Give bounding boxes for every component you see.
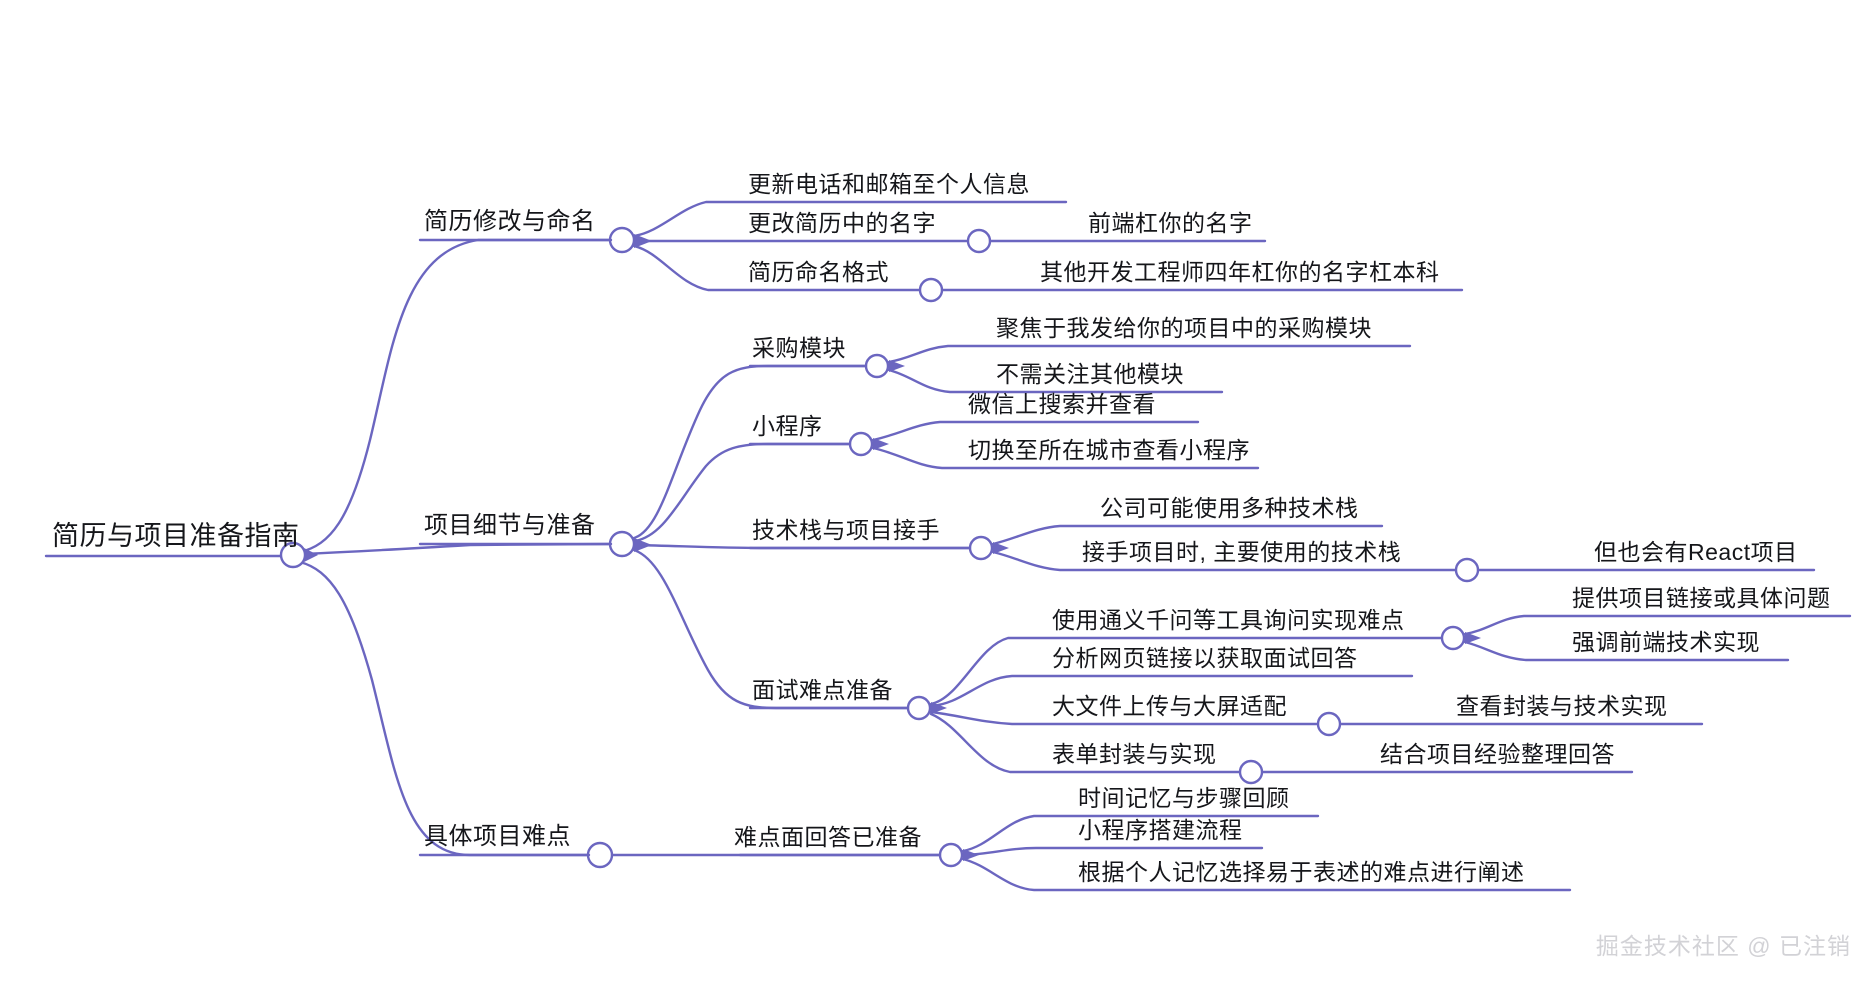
node-label-main-tech-stack-on-handover[interactable]: 接手项目时, 主要使用的技术栈 bbox=[1082, 539, 1402, 565]
arrow-b2c3 bbox=[993, 542, 1009, 554]
node-label-ignore-other-modules[interactable]: 不需关注其他模块 bbox=[996, 361, 1184, 387]
node-label-interview-difficulty-prep[interactable]: 面试难点准备 bbox=[752, 677, 893, 703]
node-dot-b1c3 bbox=[918, 277, 944, 303]
node-dot-b3 bbox=[586, 841, 614, 869]
node-dot-b2c2 bbox=[848, 431, 874, 457]
node-label-update-contact-info[interactable]: 更新电话和邮箱至个人信息 bbox=[748, 171, 1030, 197]
node-label-frontend-dash-name[interactable]: 前端杠你的名字 bbox=[1088, 210, 1253, 236]
edge-b2-to-c3 bbox=[633, 543, 972, 550]
arrow-root bbox=[302, 547, 318, 563]
node-label-combine-project-experience[interactable]: 结合项目经验整理回答 bbox=[1380, 741, 1615, 767]
node-dot-b2c4g1 bbox=[1440, 625, 1466, 651]
node-label-procurement-module[interactable]: 采购模块 bbox=[752, 335, 846, 361]
edge-root-to-b2 bbox=[299, 542, 613, 556]
node-label-large-file-upload[interactable]: 大文件上传与大屏适配 bbox=[1052, 693, 1287, 719]
arrow-b1 bbox=[634, 234, 652, 248]
node-label-time-memory-steps[interactable]: 时间记忆与步骤回顾 bbox=[1078, 785, 1290, 811]
node-dot-b1c2 bbox=[966, 228, 992, 254]
node-dot-b2c4 bbox=[906, 695, 932, 721]
branch-label-project-details[interactable]: 项目细节与准备 bbox=[424, 512, 596, 539]
node-label-tech-stack-handover[interactable]: 技术栈与项目接手 bbox=[752, 517, 940, 543]
node-label-form-encapsulation[interactable]: 表单封装与实现 bbox=[1052, 741, 1217, 767]
node-label-ask-tongyi-qianwen[interactable]: 使用通义千问等工具询问实现难点 bbox=[1052, 607, 1405, 633]
watermark-label: 掘金技术社区 @ 已注销 bbox=[1595, 933, 1851, 959]
node-dot-b2c3g2 bbox=[1454, 557, 1480, 583]
arrow-b3c1 bbox=[963, 849, 979, 861]
node-dot-b2 bbox=[608, 530, 636, 558]
node-label-difficulty-answers-ready[interactable]: 难点面回答已准备 bbox=[734, 824, 922, 850]
node-label-multiple-tech-stacks[interactable]: 公司可能使用多种技术栈 bbox=[1100, 495, 1359, 521]
arrow-b2 bbox=[634, 538, 652, 552]
node-dot-b2c4g4 bbox=[1238, 759, 1264, 785]
node-label-other-dev-engineer-format[interactable]: 其他开发工程师四年杠你的名字杠本科 bbox=[1040, 259, 1440, 285]
node-label-emphasize-frontend[interactable]: 强调前端技术实现 bbox=[1572, 629, 1760, 655]
node-label-resume-naming-format[interactable]: 简历命名格式 bbox=[748, 259, 889, 285]
node-dot-b2c4g3 bbox=[1316, 711, 1342, 737]
arrow-b2c1 bbox=[889, 360, 905, 372]
edge-root-to-b3 bbox=[298, 560, 590, 857]
edge-root-to-b1 bbox=[298, 238, 613, 554]
node-dot-b1 bbox=[608, 226, 636, 254]
node-label-switch-city-view[interactable]: 切换至所在城市查看小程序 bbox=[968, 437, 1250, 463]
edge-b2-to-c1 bbox=[632, 364, 868, 540]
arrow-b2c2 bbox=[873, 438, 889, 450]
node-label-analyze-web-links[interactable]: 分析网页链接以获取面试回答 bbox=[1052, 645, 1358, 671]
branch-label-project-difficulties[interactable]: 具体项目难点 bbox=[424, 823, 571, 850]
node-label-focus-procurement[interactable]: 聚焦于我发给你的项目中的采购模块 bbox=[996, 315, 1372, 341]
edge-b3c1-to-g2 bbox=[961, 846, 1264, 857]
node-label-provide-project-link[interactable]: 提供项目链接或具体问题 bbox=[1572, 585, 1831, 611]
node-label-choose-easy-difficulty[interactable]: 根据个人记忆选择易于表述的难点进行阐述 bbox=[1078, 859, 1525, 885]
node-dot-b2c1 bbox=[864, 353, 890, 379]
arrow-b2c4 bbox=[931, 702, 947, 714]
node-label-view-encapsulation[interactable]: 查看封装与技术实现 bbox=[1456, 693, 1668, 719]
mindmap-root-label[interactable]: 简历与项目准备指南 bbox=[52, 521, 300, 551]
node-dot-b2c3 bbox=[968, 535, 994, 561]
node-label-change-resume-name[interactable]: 更改简历中的名字 bbox=[748, 210, 936, 236]
arrow-b2c4g1 bbox=[1465, 632, 1481, 644]
node-label-react-projects-too[interactable]: 但也会有React项目 bbox=[1594, 539, 1798, 565]
edge-b2c1-to-g1 bbox=[887, 344, 1412, 364]
node-label-miniprogram-build-flow[interactable]: 小程序搭建流程 bbox=[1078, 817, 1243, 843]
node-label-miniprogram[interactable]: 小程序 bbox=[752, 413, 823, 439]
branch-label-resume-edit[interactable]: 简历修改与命名 bbox=[424, 208, 596, 235]
node-label-search-in-wechat[interactable]: 微信上搜索并查看 bbox=[968, 391, 1156, 417]
node-dot-b3c1 bbox=[938, 842, 964, 868]
